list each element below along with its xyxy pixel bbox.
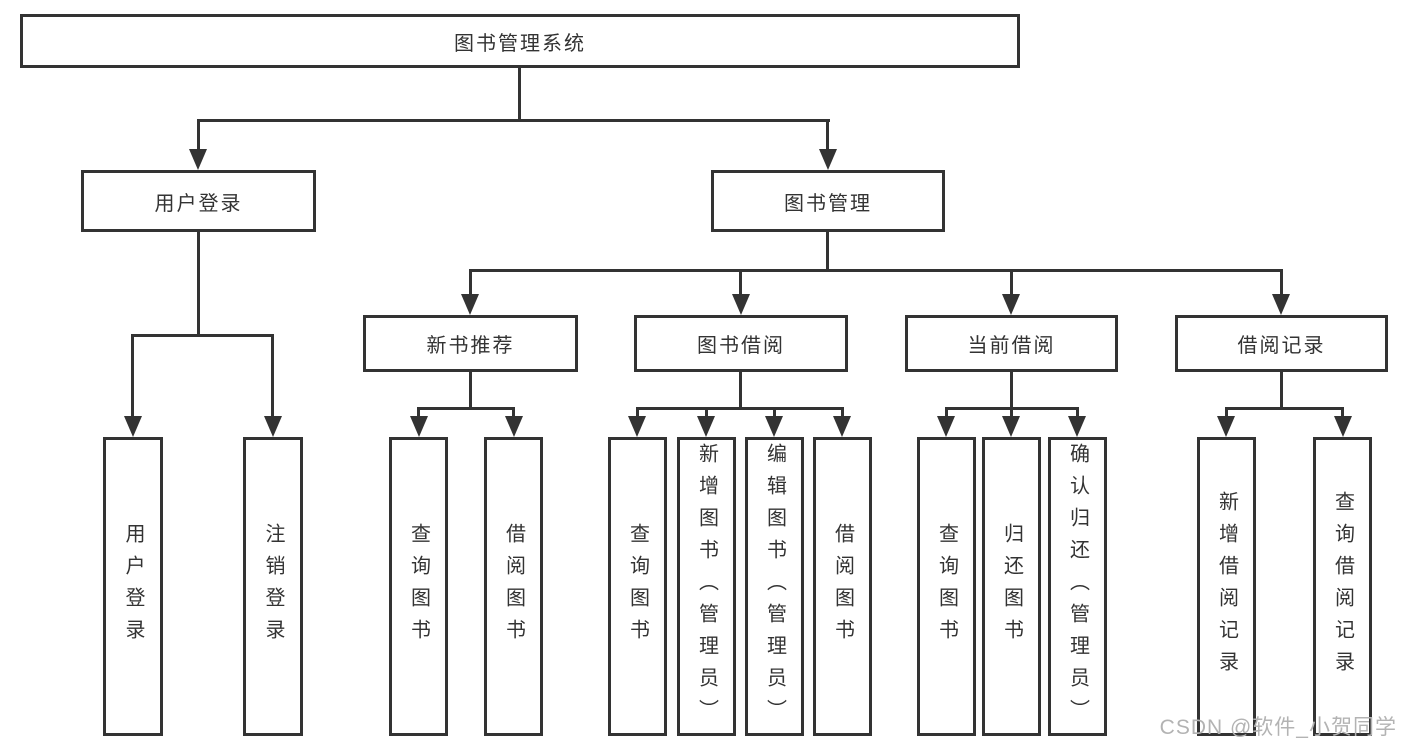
watermark: CSDN @软件_小贺同学 (1159, 716, 1397, 739)
connector-line (841, 407, 844, 420)
leaf-user-login-label: 用户登录 (122, 522, 144, 651)
leaf-borrow-query-books-label: 查询图书 (626, 522, 649, 651)
arrowhead-icon (1002, 294, 1020, 315)
connector-line (1280, 372, 1283, 410)
connector-line (636, 407, 639, 420)
node-current-borrow: 当前借阅 (905, 315, 1118, 372)
leaf-current-query-books-label: 查询图书 (935, 522, 958, 651)
connector-line (739, 372, 742, 410)
connector-line (197, 119, 200, 156)
connector-line (197, 119, 830, 122)
arrowhead-icon (461, 294, 479, 315)
connector-line (1341, 407, 1344, 420)
arrowhead-icon (1334, 416, 1352, 437)
node-book-borrow: 图书借阅 (634, 315, 848, 372)
connector-line (826, 119, 829, 156)
node-new-book-recommend: 新书推荐 (363, 315, 578, 372)
arrowhead-icon (1272, 294, 1290, 315)
leaf-borrow-books: 借阅图书 (813, 437, 872, 736)
leaf-query-borrow-record-label: 查询借阅记录 (1331, 490, 1354, 683)
arrowhead-icon (1217, 416, 1235, 437)
leaf-edit-books-admin: 编辑图书（管理员） (745, 437, 804, 736)
connector-line (1010, 372, 1013, 410)
node-book-borrow-label: 图书借阅 (697, 335, 785, 357)
node-current-borrow-label: 当前借阅 (967, 335, 1056, 357)
connector-line (131, 334, 134, 422)
connector-line (705, 407, 708, 420)
leaf-confirm-return-admin-label: 确认归还（管理员） (1066, 442, 1089, 731)
connector-line (469, 269, 1283, 272)
node-book-management: 图书管理 (711, 170, 945, 232)
leaf-user-login: 用户登录 (103, 437, 163, 736)
leaf-borrow-books-label: 借阅图书 (831, 522, 854, 651)
leaf-add-books-admin-label: 新增图书（管理员） (695, 442, 718, 731)
leaf-current-query-books: 查询图书 (917, 437, 976, 736)
leaf-borrow-query-books: 查询图书 (608, 437, 667, 736)
connector-line (1280, 269, 1283, 297)
leaf-edit-books-admin-label: 编辑图书（管理员） (763, 442, 786, 731)
node-borrow-records-label: 借阅记录 (1237, 335, 1326, 357)
node-user-login: 用户登录 (81, 170, 316, 232)
node-root: 图书管理系统 (20, 14, 1020, 68)
leaf-confirm-return-admin: 确认归还（管理员） (1048, 437, 1107, 736)
arrowhead-icon (833, 416, 851, 437)
arrowhead-icon (732, 294, 750, 315)
node-user-login-label: 用户登录 (154, 192, 243, 215)
connector-line (469, 269, 472, 297)
leaf-logout-label: 注销登录 (262, 522, 284, 651)
connector-line (945, 407, 948, 420)
leaf-recommend-borrow-books: 借阅图书 (484, 437, 543, 736)
connector-line (826, 232, 829, 272)
connector-line (417, 407, 515, 410)
connector-line (469, 372, 472, 410)
node-borrow-records: 借阅记录 (1175, 315, 1388, 372)
node-new-book-recommend-label: 新书推荐 (426, 335, 515, 357)
arrowhead-icon (765, 416, 783, 437)
leaf-recommend-query-books: 查询图书 (389, 437, 448, 736)
connector-line (773, 407, 776, 420)
arrowhead-icon (264, 416, 282, 437)
connector-line (1225, 407, 1228, 420)
node-root-label: 图书管理系统 (454, 32, 586, 55)
arrowhead-icon (505, 416, 523, 437)
leaf-recommend-borrow-books-label: 借阅图书 (502, 522, 525, 651)
arrowhead-icon (697, 416, 715, 437)
connector-line (197, 232, 200, 337)
connector-line (739, 269, 742, 297)
connector-line (1225, 407, 1344, 410)
arrowhead-icon (628, 416, 646, 437)
connector-line (518, 68, 521, 122)
connector-line (1010, 407, 1013, 420)
leaf-add-borrow-record: 新增借阅记录 (1197, 437, 1256, 736)
arrowhead-icon (1068, 416, 1086, 437)
leaf-add-borrow-record-label: 新增借阅记录 (1215, 490, 1238, 683)
connector-line (1010, 269, 1013, 297)
leaf-query-borrow-record: 查询借阅记录 (1313, 437, 1372, 736)
connector-line (417, 407, 420, 420)
connector-line (636, 407, 844, 410)
connector-line (271, 334, 274, 422)
arrowhead-icon (189, 149, 207, 170)
connector-line (1076, 407, 1079, 420)
connector-line (131, 334, 274, 337)
arrowhead-icon (410, 416, 428, 437)
arrowhead-icon (819, 149, 837, 170)
node-book-management-label: 图书管理 (784, 192, 872, 215)
leaf-return-books-label: 归还图书 (1000, 522, 1023, 651)
leaf-logout: 注销登录 (243, 437, 303, 736)
arrowhead-icon (124, 416, 142, 437)
leaf-recommend-query-books-label: 查询图书 (407, 522, 430, 651)
leaf-return-books: 归还图书 (982, 437, 1041, 736)
arrowhead-icon (937, 416, 955, 437)
connector-line (512, 407, 515, 420)
arrowhead-icon (1002, 416, 1020, 437)
leaf-add-books-admin: 新增图书（管理员） (677, 437, 736, 736)
